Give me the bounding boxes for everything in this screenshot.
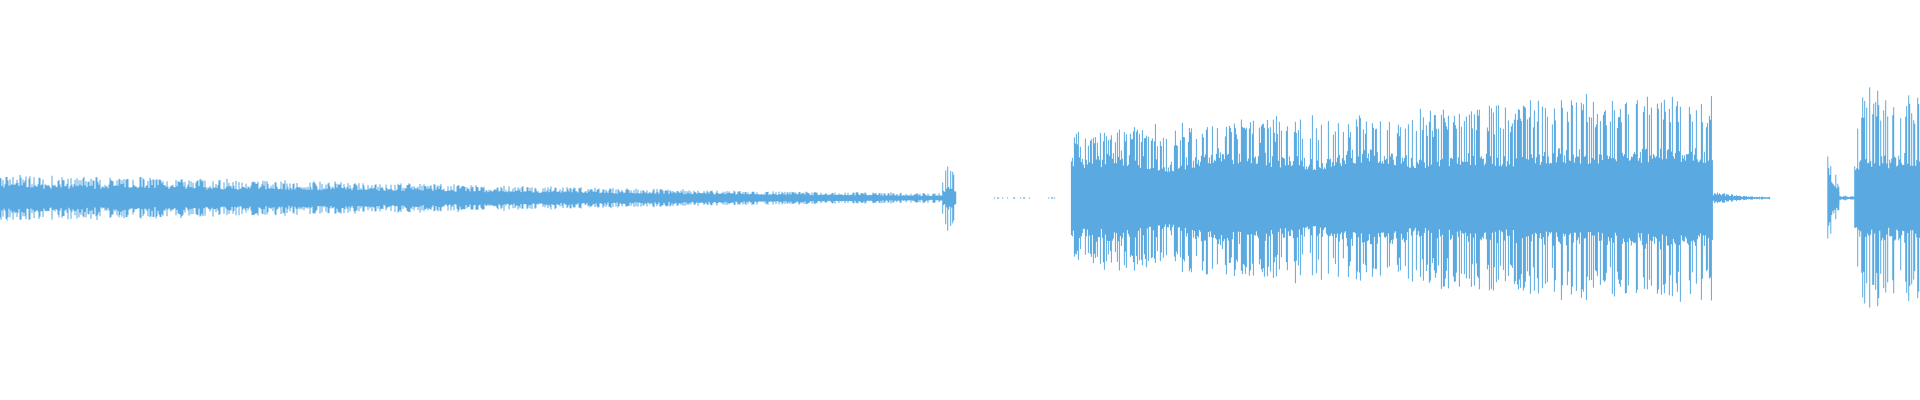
segment-silence-dots — [994, 197, 1056, 199]
segment-final-burst — [1854, 87, 1920, 308]
segment-fading-tone — [0, 174, 955, 221]
segment-click-path — [942, 166, 957, 231]
segment-click — [942, 166, 957, 231]
segment-fading-tone-path — [0, 174, 955, 221]
segment-loud-burst-core — [1071, 161, 1713, 235]
segment-short-hit — [1827, 156, 1840, 239]
segment-loud-burst — [1070, 93, 1713, 302]
segment-gap-tick — [1838, 195, 1855, 201]
segment-silence-dots-path — [994, 197, 1056, 199]
segment-short-hit-core — [1827, 175, 1840, 221]
segment-decay-tail — [1712, 192, 1771, 204]
segment-final-burst-core — [1854, 164, 1920, 232]
segment-decay-tail-path — [1712, 192, 1771, 204]
segment-gap-tick-path — [1838, 195, 1855, 201]
